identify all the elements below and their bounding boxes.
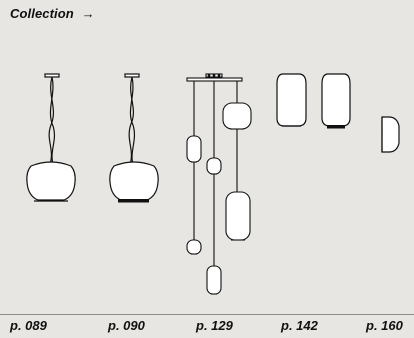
- table-lamp-tall-icon[interactable]: [276, 73, 351, 129]
- page-ref-label[interactable]: p. 089: [10, 318, 47, 333]
- wall-sconce-icon[interactable]: [381, 116, 400, 153]
- page-ref-label[interactable]: p. 090: [108, 318, 145, 333]
- page-ref-label[interactable]: p. 142: [281, 318, 318, 333]
- pendant-lamp-wide-icon[interactable]: [26, 73, 76, 202]
- collection-link[interactable]: Collection →: [10, 6, 95, 21]
- footer-divider: [0, 314, 414, 315]
- arrow-right-icon: →: [81, 6, 95, 21]
- page-ref-label[interactable]: p. 160: [366, 318, 403, 333]
- cluster-pendant-lamp-icon[interactable]: [186, 73, 252, 295]
- pendant-lamp-wide-dark-rim-icon[interactable]: [109, 73, 159, 203]
- collection-label: Collection: [10, 6, 74, 21]
- page-ref-label[interactable]: p. 129: [196, 318, 233, 333]
